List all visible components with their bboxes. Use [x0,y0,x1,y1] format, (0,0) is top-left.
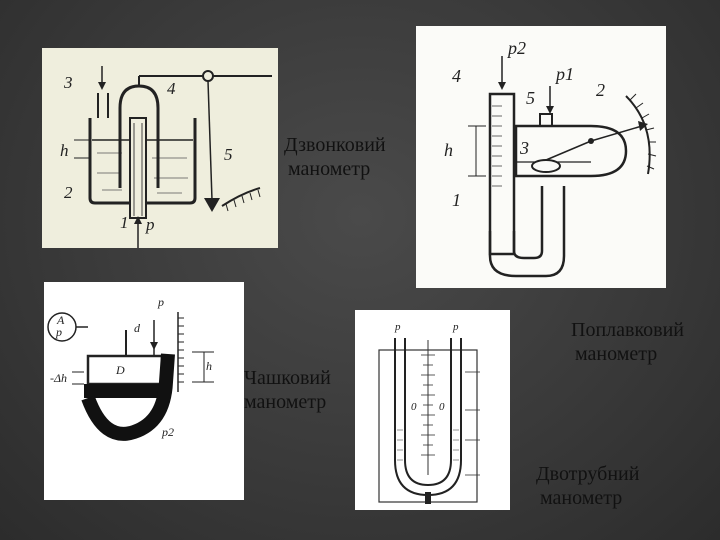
twotube-caption-line2: манометр [540,487,623,509]
bell-manometer-drawing: 3 4 h 5 2 1 p [60,66,272,248]
bell-label-3: 3 [63,73,73,92]
cup-manometer-drawing: A p D d p -Δh h p2 [47,295,214,441]
float-caption-line2: манометр [575,343,658,365]
twotube-manometer-figure: p p 0 0 [355,310,510,510]
float-label-p2: p2 [506,38,526,58]
cup-manometer-caption: Чашковий манометр [244,366,331,414]
cup-manometer-figure: A p D d p -Δh h p2 [44,282,244,500]
float-label-1: 1 [452,190,461,210]
bell-label-p: p [145,215,155,234]
bell-caption-line1: Дзвонковий [284,134,386,156]
float-label-2: 2 [596,80,605,100]
float-manometer-drawing: p2 4 5 p1 2 h 3 1 [444,38,657,278]
float-label-3: 3 [519,138,529,158]
twotube-manometer-caption: Двотрубний манометр [536,462,639,510]
twotube-label-p-left: p [394,321,401,333]
float-label-h: h [444,140,453,160]
float-caption-line1: Поплавковий [571,319,684,341]
cup-caption-line2: манометр [244,391,327,413]
twotube-manometer-drawing: p p 0 0 [378,321,480,504]
bell-label-4: 4 [167,79,176,98]
bell-label-h: h [60,141,69,160]
bell-manometer-caption: Дзвонковий манометр [284,133,386,181]
cup-label-p-gauge: p [55,325,62,339]
twotube-caption-line1: Двотрубний [536,463,640,485]
cup-label-p-top: p [157,295,164,309]
cup-label-delta-h: -Δh [50,371,67,385]
twotube-label-p-right: p [452,321,459,333]
cup-label-D: D [115,363,125,377]
cup-caption-line1: Чашковий [244,367,331,389]
float-label-4: 4 [452,66,461,86]
cup-label-d: d [134,321,141,335]
float-manometer-caption: Поплавковий манометр [571,318,684,366]
twotube-label-0-right: 0 [439,401,445,413]
cup-label-A: A [56,313,65,327]
bell-label-1: 1 [120,213,129,232]
bell-caption-line2: манометр [288,158,371,180]
bell-label-5: 5 [224,145,233,164]
cup-label-h: h [206,359,212,373]
twotube-label-0-left: 0 [411,401,417,413]
bell-manometer-figure: 3 4 h 5 2 1 p [42,48,278,248]
bell-label-2: 2 [64,183,73,202]
float-label-p1: p1 [554,64,574,84]
float-label-5: 5 [526,88,535,108]
float-manometer-figure: p2 4 5 p1 2 h 3 1 [416,26,666,288]
cup-label-p2: p2 [161,425,174,439]
